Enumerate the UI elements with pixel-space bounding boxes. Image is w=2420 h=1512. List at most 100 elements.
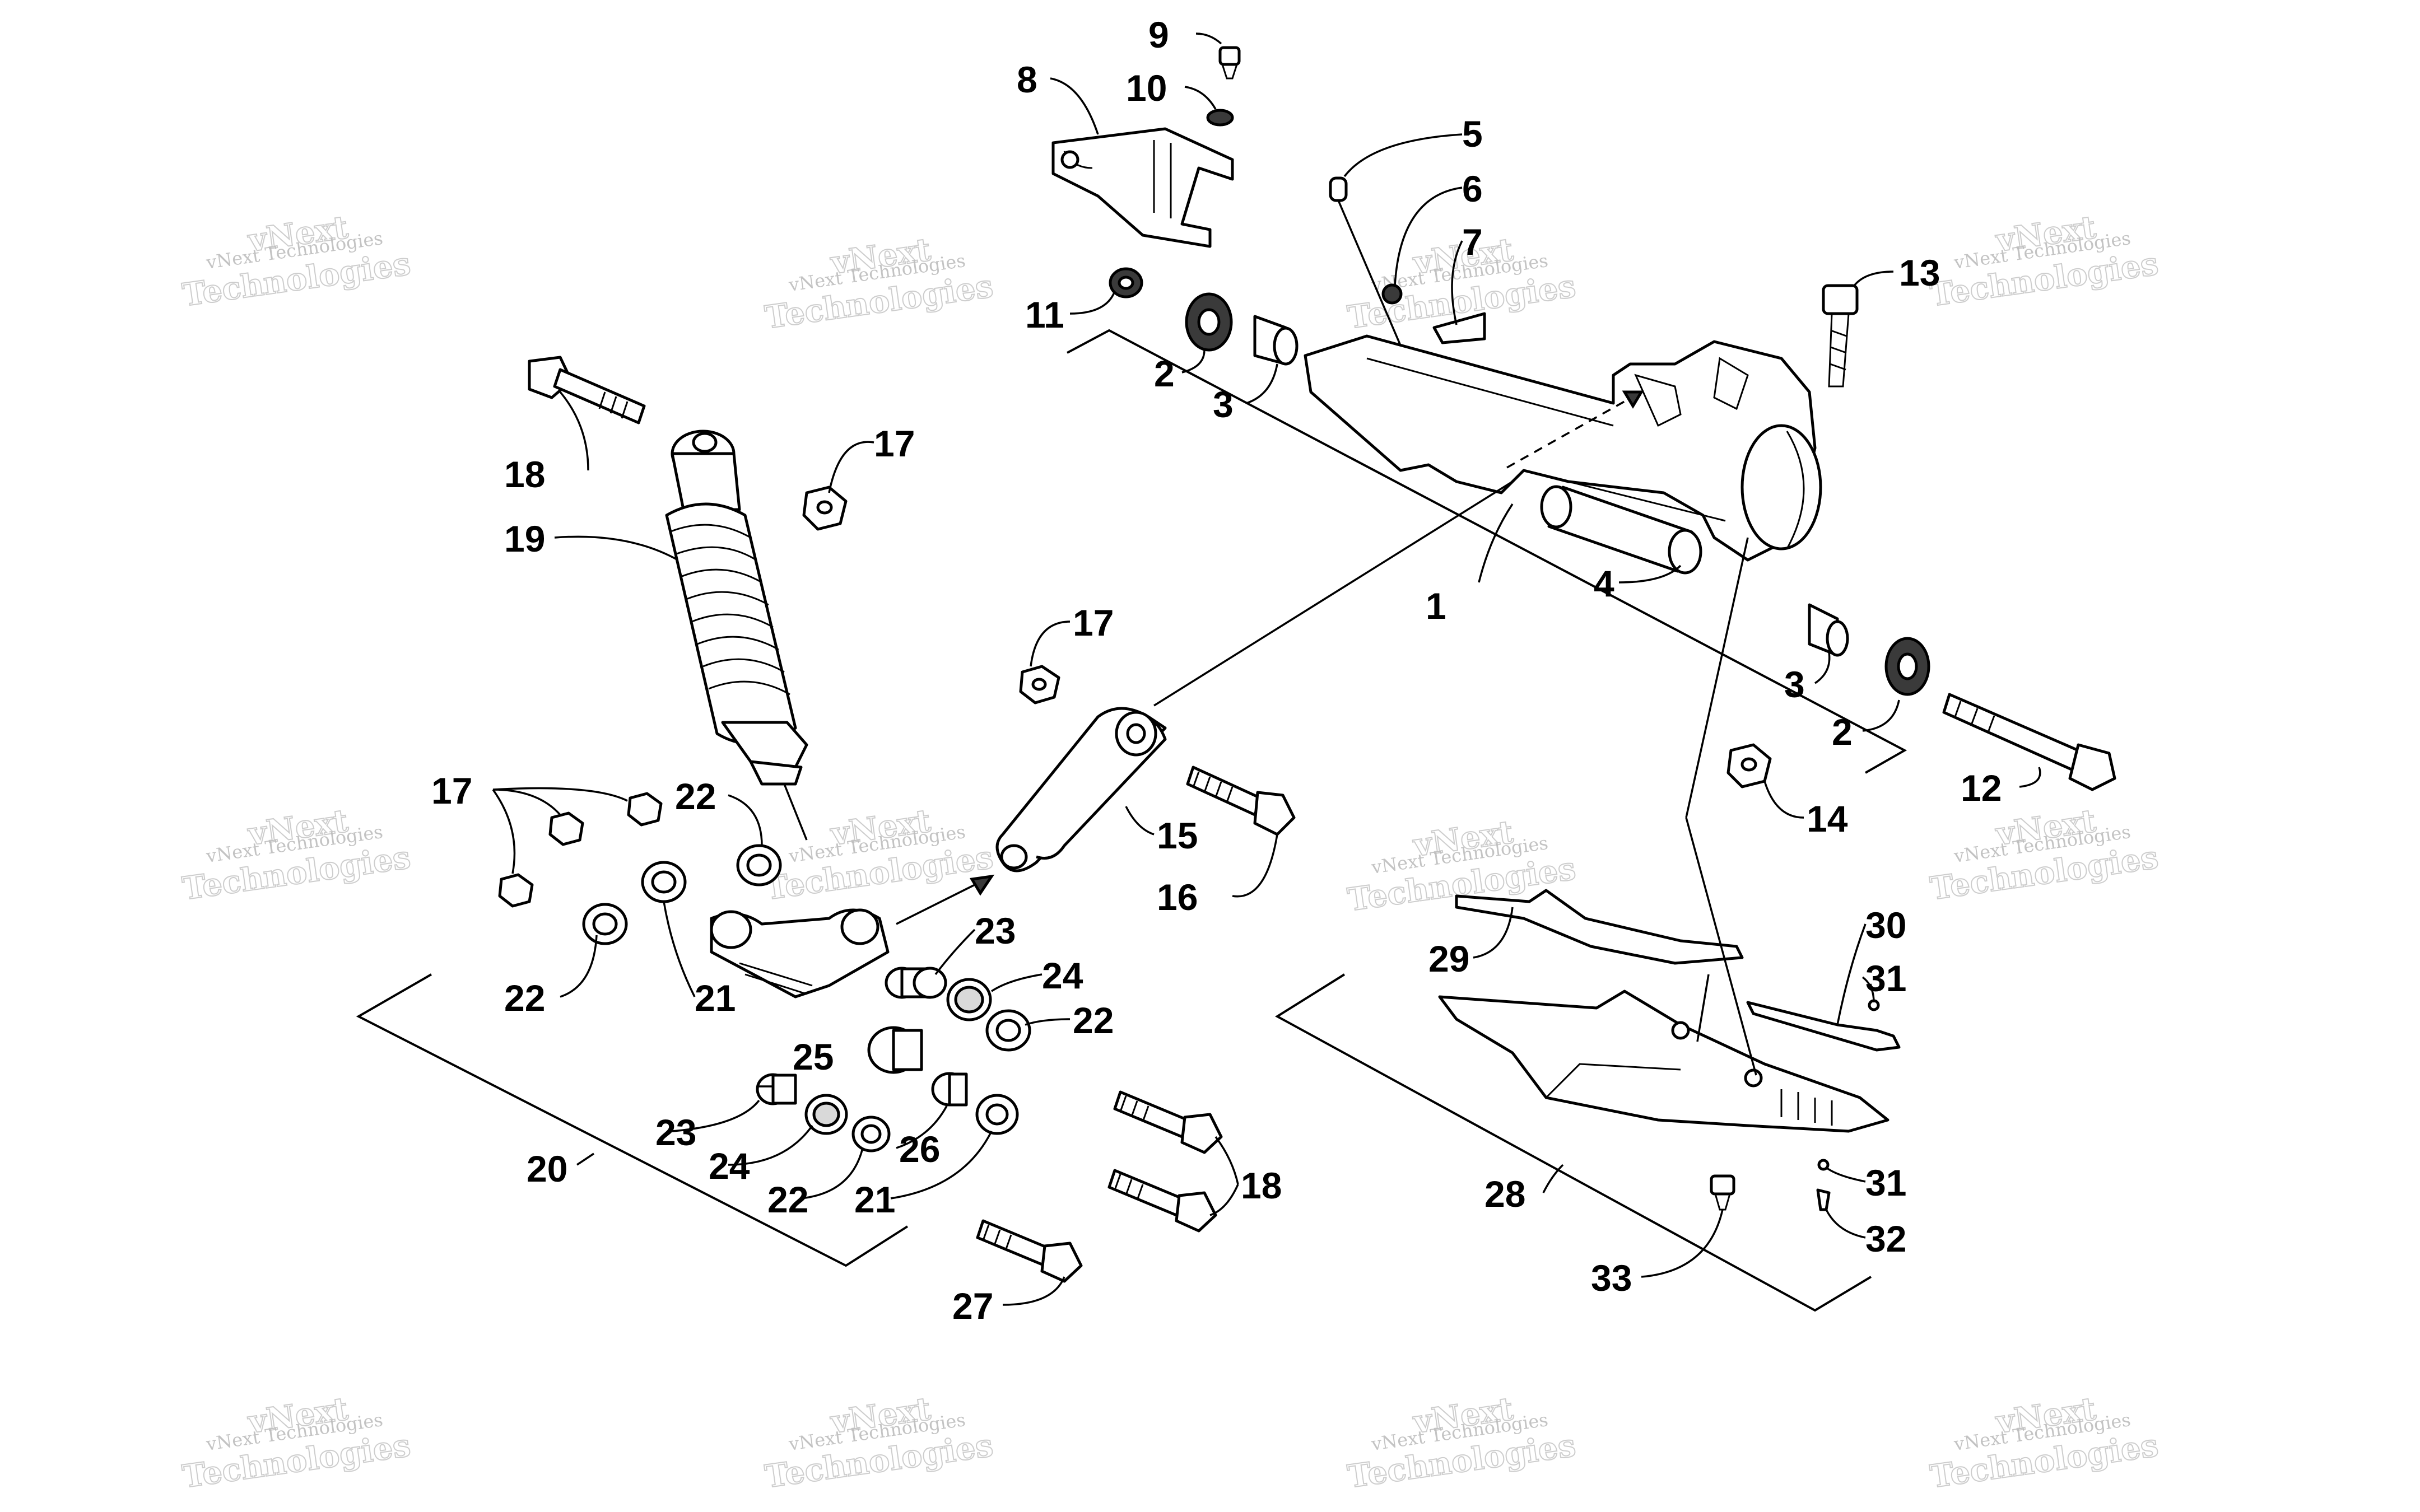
callout-number: 25: [793, 1036, 834, 1077]
callout-number: 18: [1241, 1165, 1282, 1206]
part-33-screw: [1710, 1174, 1735, 1211]
part-17-nut: [1019, 665, 1060, 704]
callout-number: 22: [675, 776, 716, 817]
callout-number: 24: [709, 1145, 750, 1187]
part-12-bolt: [1942, 693, 2116, 791]
callout-number: 2: [1832, 711, 1853, 753]
callout-number: 10: [1126, 67, 1167, 109]
callout-number: 22: [767, 1179, 808, 1220]
leader-lines: [492, 32, 2041, 1306]
callout-number: 21: [695, 977, 736, 1019]
bracket-arm-assembly: [1067, 329, 1907, 774]
part-21-washer: [975, 1094, 1019, 1135]
callout-number: 4: [1594, 563, 1614, 604]
part-13-bolt: [1822, 284, 1859, 388]
part-26-bushing: [931, 1072, 968, 1107]
part-6-fitting: [1381, 283, 1403, 305]
part-27-bolt: [976, 1219, 1083, 1283]
part-18-bolt: [528, 356, 646, 424]
callout-number: 17: [1073, 602, 1114, 643]
part-17-nut: [802, 486, 848, 531]
callout-number: 30: [1865, 904, 1906, 946]
callout-number: 19: [504, 518, 545, 559]
part-rocker-arm: [710, 874, 995, 998]
callout-number: 26: [899, 1128, 940, 1170]
callout-number: 15: [1157, 815, 1198, 856]
callout-number: 18: [504, 454, 545, 495]
part-1-swing-arm: [1304, 334, 1822, 562]
part-18-bolt: [1107, 1169, 1217, 1233]
callout-number: 31: [1865, 958, 1906, 999]
callout-number: 29: [1428, 938, 1469, 979]
callout-number: 31: [1865, 1162, 1906, 1203]
part-4-tube: [1540, 485, 1702, 575]
bracket-skid-assembly: [1275, 973, 1872, 1312]
callout-number: 23: [655, 1112, 696, 1153]
callout-number: 14: [1807, 798, 1848, 839]
callout-number: 7: [1462, 221, 1483, 263]
callout-number: 5: [1462, 113, 1483, 155]
part-23-bushing: [885, 967, 947, 999]
assembly-brackets: [356, 329, 1907, 1312]
part-10-washer: [1206, 109, 1234, 127]
part-22-washer: [851, 1116, 891, 1152]
watermark: vNext Technologies Technologies vNext: [180, 208, 413, 315]
callout-number: 16: [1157, 876, 1198, 918]
part-22-washer: [582, 903, 628, 945]
part-16-bolt: [1186, 766, 1296, 836]
watermark: vNext Technologies Technologies vNext: [1928, 802, 2161, 908]
callout-number: 9: [1148, 14, 1169, 55]
part-30-strip: [1746, 1001, 1901, 1052]
bracket-rocker-assembly: [356, 973, 909, 1267]
callout-number: 27: [952, 1285, 993, 1327]
callout-number: 17: [874, 423, 915, 464]
watermark: vNext Technologies Technologies vNext: [762, 1390, 996, 1496]
callout-number: 12: [1961, 767, 2002, 809]
callout-number: 21: [854, 1179, 895, 1220]
callout-number: 22: [504, 977, 545, 1019]
watermark: vNext Technologies Technologies vNext: [1928, 1390, 2161, 1496]
watermark: vNext Technologies Technologies vNext: [180, 1390, 413, 1496]
callout-number: 23: [975, 910, 1016, 951]
watermark: vNext Technologies Technologies vNext: [762, 802, 996, 908]
watermark: vNext Technologies Technologies vNext: [1345, 231, 1579, 337]
watermark: vNext Technologies Technologies vNext: [762, 231, 996, 337]
callouts: 9 10 8 5 6 7 11 2 3 13 18 17 19 1 4 3 2 …: [431, 14, 2002, 1327]
part-23-bushing: [756, 1073, 797, 1105]
part-15-link: [995, 480, 1513, 872]
part-24-bearing: [804, 1094, 848, 1135]
part-32-rivet: [1816, 1188, 1831, 1211]
part-5-grease-fitting: [1329, 176, 1407, 359]
part-3-spacer: [1808, 603, 1849, 657]
part-7-plate: [1432, 312, 1486, 344]
part-2-bushing: [1884, 637, 1930, 696]
part-22-washer: [985, 1009, 1031, 1052]
watermark: vNext Technologies Technologies vNext: [1345, 1390, 1579, 1496]
part-3-spacer: [1253, 315, 1299, 366]
part-17-nut: [627, 792, 663, 827]
callout-number: 33: [1591, 1257, 1632, 1299]
part-17-nut: [548, 811, 584, 846]
part-31-rivet: [1817, 1159, 1830, 1171]
part-17-nut: [498, 873, 534, 908]
callout-number: 32: [1865, 1218, 1906, 1259]
part-8-bracket: [1051, 127, 1234, 248]
callout-number: 28: [1484, 1173, 1525, 1215]
part-19-shock: [665, 430, 808, 841]
callout-number: 6: [1462, 168, 1483, 209]
part-24-bearing: [946, 978, 992, 1021]
part-18-bolt: [1113, 1090, 1223, 1154]
watermark: vNext Technologies Technologies vNext: [1928, 208, 2161, 315]
part-14-nut: [1726, 743, 1772, 788]
callout-number: 3: [1213, 384, 1234, 425]
part-11-nut: [1109, 267, 1143, 298]
callout-number: 3: [1784, 664, 1805, 705]
callout-number: 17: [431, 770, 472, 811]
callout-number: 24: [1042, 955, 1083, 996]
part-21-washer: [641, 861, 687, 903]
part-9-screw: [1218, 46, 1241, 80]
callout-number: 2: [1154, 353, 1175, 394]
callout-number: 11: [1025, 294, 1064, 335]
part-25-bushing: [867, 1026, 923, 1074]
